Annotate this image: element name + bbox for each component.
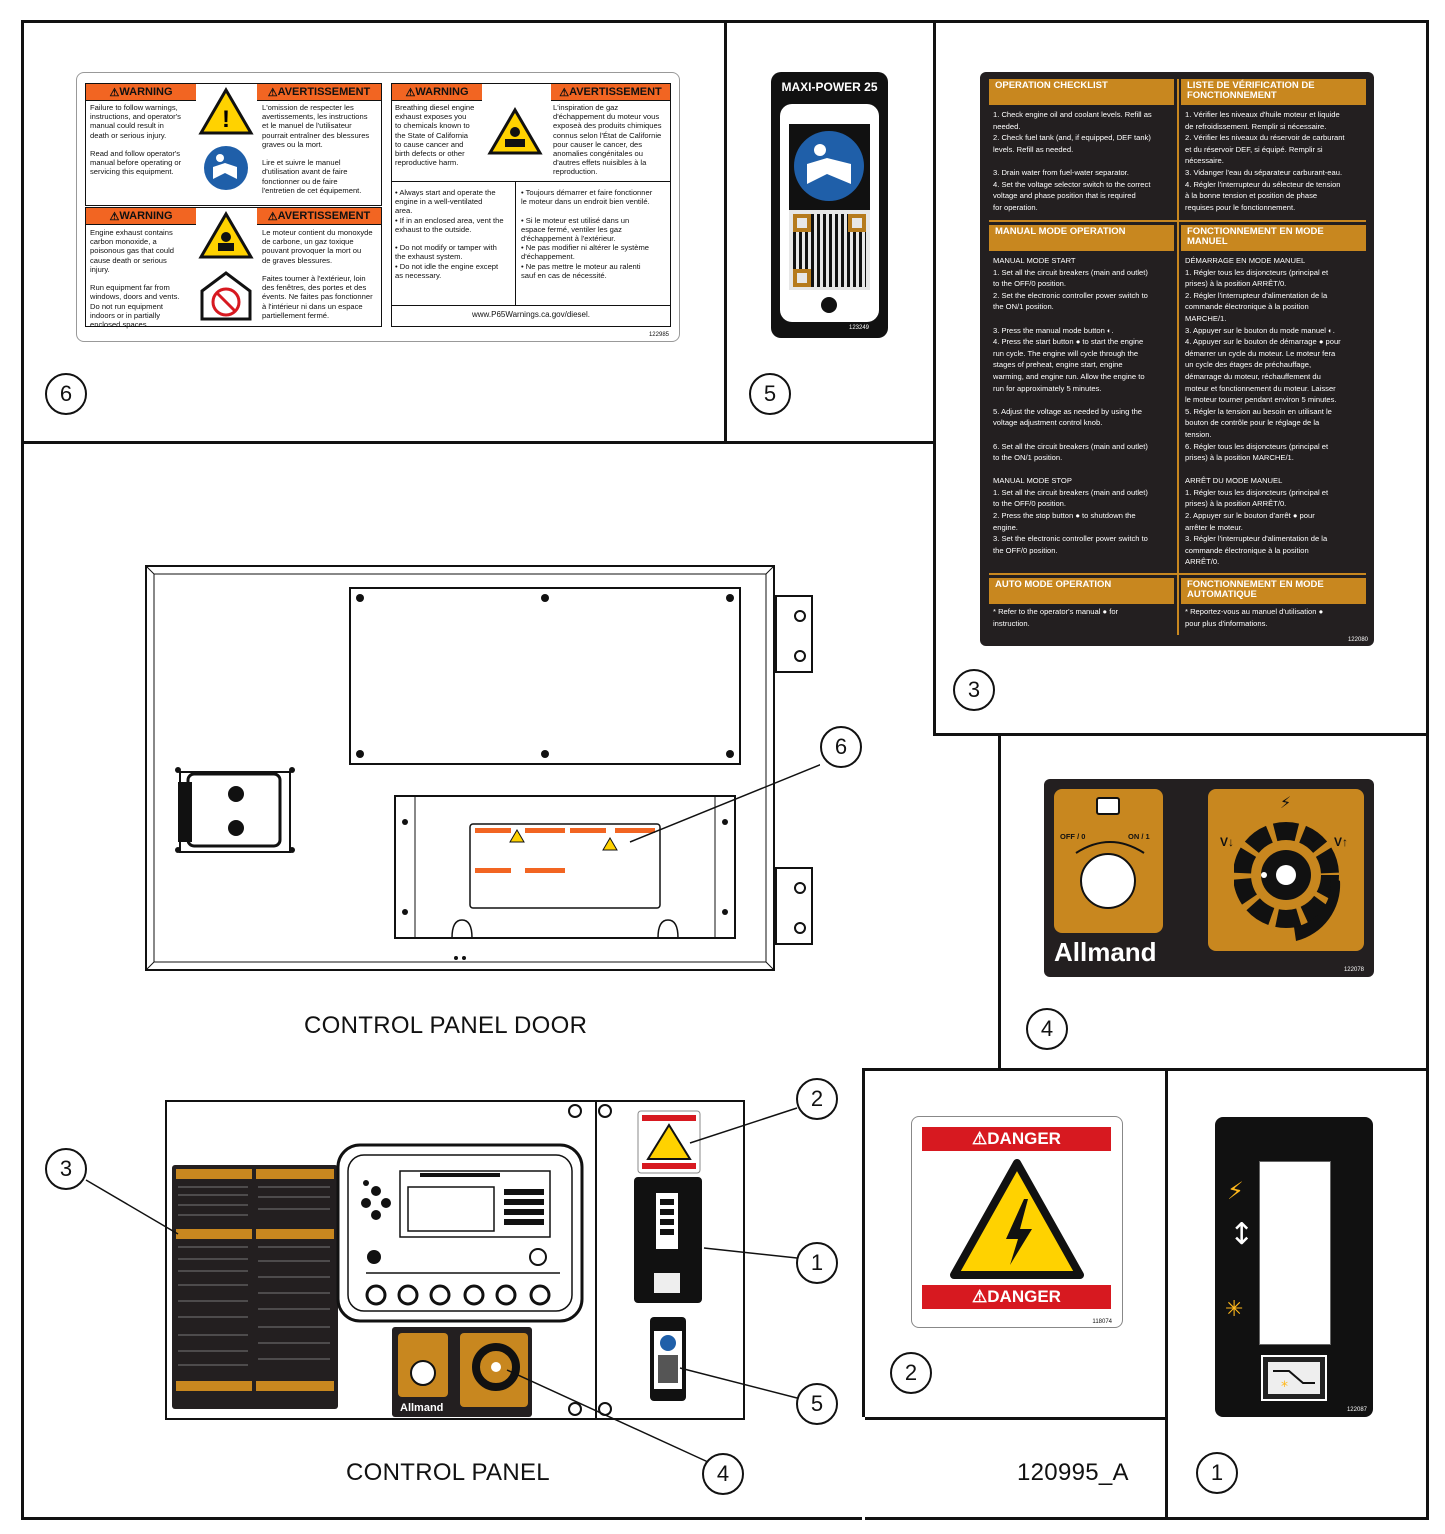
warning-text: Engine exhaust contains carbon monoxide,… (90, 228, 180, 330)
no-indoor-use-icon (200, 271, 252, 321)
decal-divider (391, 305, 671, 306)
checklist-text: * Refer to the operator's manual ● for i… (993, 607, 1119, 628)
updown-arrow-icon: ↕ (1229, 1217, 1255, 1252)
part-number: 122985 (648, 332, 669, 338)
checklist-head: LISTE DE VÉRIFICATION DE FONCTIONNEMENT (1181, 79, 1366, 105)
warning-block-1 (85, 83, 382, 206)
part-number: 122087 (1346, 1407, 1367, 1413)
checklist-text: 1. Check engine oil and coolant levels. … (993, 110, 1152, 212)
checklist-divider (989, 573, 1366, 575)
warning-text: L'inspiration de gaz d'échappement du mo… (553, 103, 662, 177)
exhaust-hazard-icon (487, 107, 543, 155)
checklist-head: FONCTIONNEMENT EN MODE MANUEL (1181, 225, 1366, 251)
part-number: 123249 (849, 325, 870, 331)
callout-4: 4 (1026, 1008, 1068, 1050)
warning-head: ⚠AVERTISSEMENT (551, 84, 670, 101)
maxi-title: MAXI-POWER 25 (781, 80, 878, 94)
callout-1: 1 (796, 1242, 838, 1284)
callout-2: 2 (796, 1078, 838, 1120)
checklist-head: FONCTIONNEMENT EN MODE AUTOMATIQUE (1181, 578, 1366, 604)
panel-danger-bottom-line (862, 1417, 865, 1520)
warning-text: L'omission de respecter les avertissemen… (262, 103, 370, 195)
breaker-symbol-icon: * (1268, 1362, 1320, 1395)
p65-url: www.P65Warnings.ca.gov/diesel. (472, 310, 590, 319)
indicator-window (1259, 1161, 1331, 1345)
lightning-icon: ⚡ (1280, 793, 1292, 812)
display-icon (1096, 797, 1120, 815)
part-number: 118074 (1092, 1319, 1112, 1325)
warning-block-3 (391, 83, 671, 327)
checklist-head: OPERATION CHECKLIST (989, 79, 1174, 105)
warning-head: ⚠WARNING (86, 208, 196, 225)
warning-head: ⚠WARNING (392, 84, 482, 101)
checklist-text: 1. Vérifier les niveaux d'huile moteur e… (1185, 110, 1345, 212)
switch-label: OFF / 0 ON / 1 Allmand ⚡ V↓ V↑ 122078 (1044, 779, 1374, 977)
control-panel-door-drawing (145, 565, 820, 971)
lightning-icon: ⚡ (1227, 1177, 1244, 1205)
danger-header: ⚠DANGER (922, 1127, 1111, 1151)
callout-5: 5 (749, 373, 791, 415)
callout-4: 4 (702, 1453, 744, 1495)
panel-indicator-label (1165, 1068, 1429, 1520)
control-panel-drawing: Allmand (165, 1100, 745, 1420)
indicator-label: ⚡ ↕ ✳ * 122087 (1215, 1117, 1373, 1417)
read-manual-icon (794, 131, 864, 201)
callout-2: 2 (890, 1352, 932, 1394)
svg-text:Allmand: Allmand (400, 1402, 443, 1414)
warning-head: ⚠AVERTISSEMENT (257, 208, 381, 225)
brand-logo: Allmand (1054, 937, 1157, 967)
v-up-label: V↑ (1334, 835, 1349, 849)
svg-text:*: * (1281, 1379, 1288, 1395)
callout-6: 6 (820, 726, 862, 768)
electrical-hazard-icon (950, 1159, 1084, 1279)
checklist-divider (989, 220, 1366, 222)
fault-lightning-icon: ✳ (1225, 1297, 1244, 1322)
hazard-triangle-icon: ! (198, 87, 254, 135)
warning-text: • Toujours démarrer et faire fonctionner… (521, 188, 653, 280)
danger-footer: ⚠DANGER (922, 1285, 1111, 1309)
off-label: OFF / 0 (1060, 832, 1086, 841)
warning-text: • Always start and operate the engine in… (395, 188, 504, 280)
checklist-text: MANUAL MODE START 1. Set all the circuit… (993, 256, 1148, 555)
svg-text:!: ! (222, 106, 230, 133)
decal-divider (391, 181, 671, 182)
part-number: 122078 (1343, 967, 1364, 973)
operation-checklist-label: OPERATION CHECKLIST LISTE DE VÉRIFICATIO… (980, 72, 1374, 646)
checklist-text: * Reportez-vous au manuel d'utilisation … (1185, 607, 1324, 628)
caption-control-panel-door: CONTROL PANEL DOOR (304, 1012, 588, 1039)
switch-knob[interactable] (1080, 853, 1136, 909)
qr-code (789, 210, 870, 291)
warning-head: ⚠WARNING (86, 84, 196, 101)
callout-3: 3 (953, 669, 995, 711)
warning-decal: ⚠WARNING ⚠AVERTISSEMENT Failure to follo… (76, 72, 680, 342)
warning-head: ⚠AVERTISSEMENT (257, 84, 381, 101)
voltage-dial-icon (1234, 822, 1341, 941)
toxic-gas-icon (198, 211, 254, 259)
caption-control-panel: CONTROL PANEL (346, 1459, 550, 1486)
warning-text: Le moteur contient du monoxyde de carbon… (262, 228, 373, 320)
switch-arc-icon (1075, 841, 1145, 854)
callout-5: 5 (796, 1383, 838, 1425)
warning-text: Failure to follow warnings, instructions… (90, 103, 182, 177)
maxi-power-label: MAXI-POWER 25 123249 (771, 72, 888, 338)
read-manual-icon (204, 146, 248, 190)
callout-1: 1 (1196, 1452, 1238, 1494)
decal-divider (515, 181, 516, 305)
checklist-text: DÉMARRAGE EN MODE MANUEL 1. Régler tous … (1185, 256, 1341, 567)
danger-label: ⚠DANGER ⚠DANGER 118074 (911, 1116, 1123, 1328)
phone-home-button (821, 297, 837, 313)
warning-block-2 (85, 207, 382, 327)
checklist-head: MANUAL MODE OPERATION (989, 225, 1174, 251)
part-number: 122080 (1347, 637, 1368, 643)
on-label: ON / 1 (1128, 832, 1150, 841)
checklist-head: AUTO MODE OPERATION (989, 578, 1174, 604)
checklist-divider (1177, 79, 1179, 635)
callout-6: 6 (45, 373, 87, 415)
v-down-label: V↓ (1220, 835, 1235, 849)
callout-3: 3 (45, 1148, 87, 1190)
figure-id: 120995_A (1017, 1459, 1129, 1486)
warning-text: Breathing diesel engine exhaust exposes … (395, 103, 475, 168)
